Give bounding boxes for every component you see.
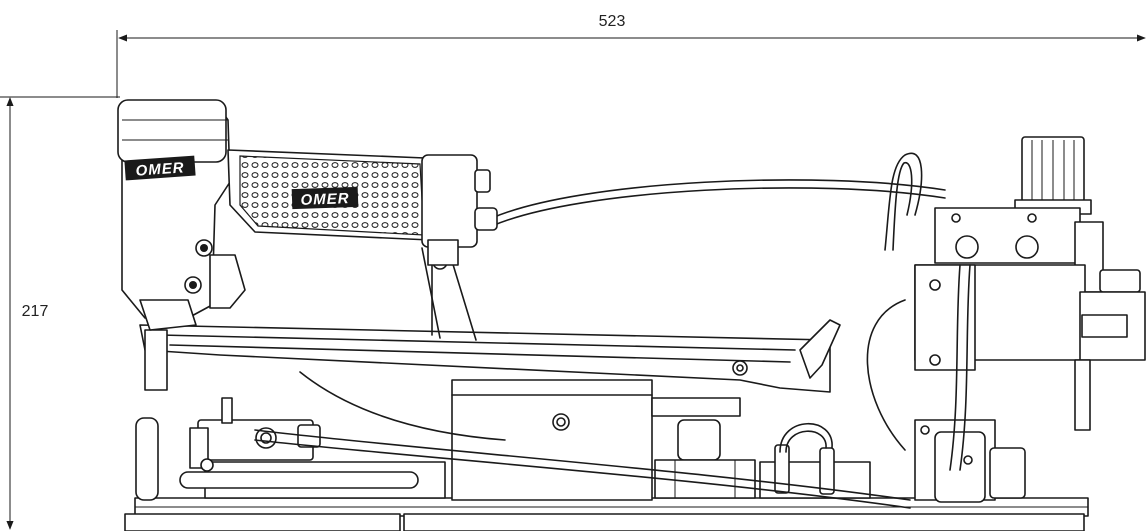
width-dimension: 523	[116, 13, 1146, 98]
head-logo: OMER	[124, 155, 196, 181]
left-valve	[179, 397, 446, 499]
height-dimension: 217	[0, 96, 120, 530]
lower-cylinder	[654, 419, 871, 499]
mounting-block	[451, 379, 741, 501]
pneumatic-stapler-tool: OMER OMER	[117, 99, 841, 393]
head-logo-text: OMER	[135, 159, 185, 179]
air-hoses	[254, 152, 971, 509]
width-dimension-label: 523	[599, 13, 626, 30]
height-dimension-label: 217	[22, 303, 49, 320]
base-plate	[124, 417, 1089, 531]
grip-logo: OMER	[291, 186, 359, 210]
grip-logo-text: OMER	[300, 190, 350, 209]
valve-block	[914, 207, 1146, 431]
lower-right-valve	[914, 419, 1026, 503]
air-regulator	[1014, 136, 1092, 215]
